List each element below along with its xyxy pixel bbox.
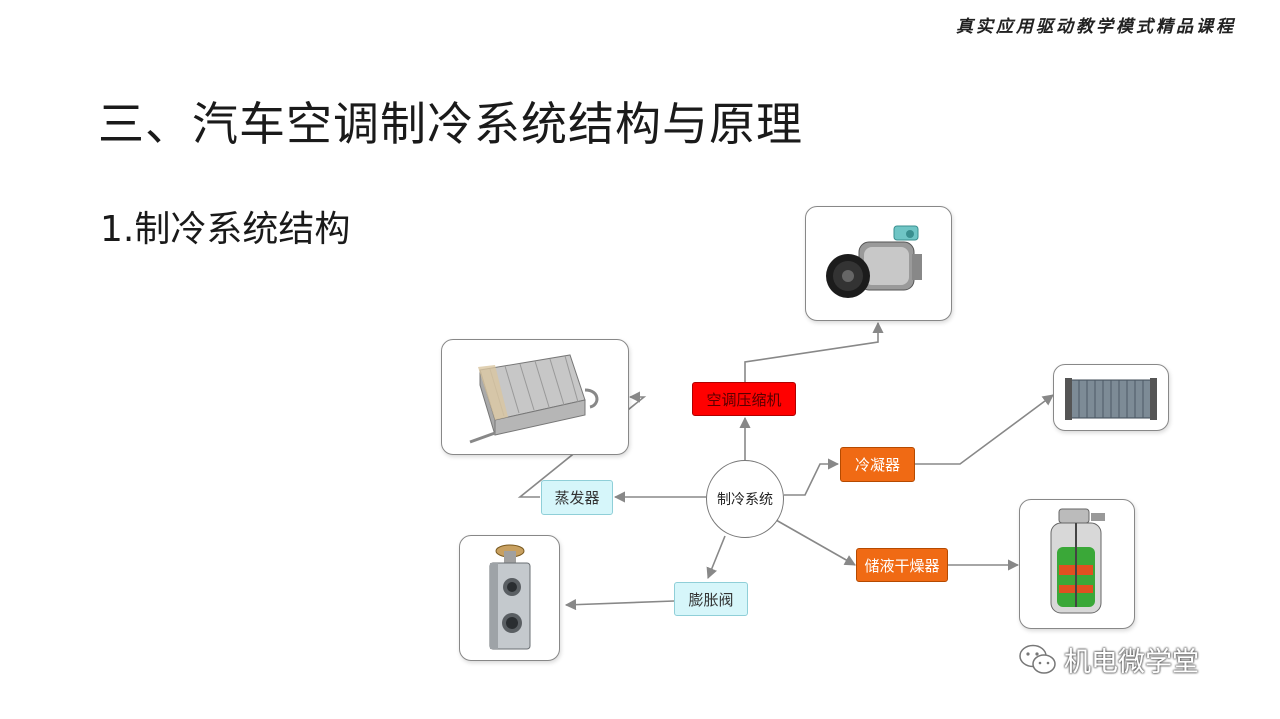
section-subtitle: 1.制冷系统结构 xyxy=(100,209,351,250)
expansion-valve-image xyxy=(489,544,530,650)
connector-valve-photo xyxy=(564,599,675,611)
condenser-image xyxy=(1065,377,1157,420)
compressor-image xyxy=(825,225,922,298)
compressor-node: 空调压缩机 xyxy=(692,382,796,416)
receiver-drier-node: 储液干燥器 xyxy=(856,548,948,582)
evaporator-photo xyxy=(441,339,629,455)
wechat-icon xyxy=(1019,644,1056,674)
expansion-valve-node: 膨胀阀 xyxy=(674,582,748,616)
watermark-text: 机电微学堂 xyxy=(1064,647,1199,678)
receiver-drier-image xyxy=(1050,508,1105,614)
evaporator-image xyxy=(469,354,599,444)
connector-condenser-photo xyxy=(915,394,1054,465)
connector-center-condenser xyxy=(784,458,840,496)
receiver-drier-photo xyxy=(1019,499,1135,629)
compressor-photo xyxy=(805,206,952,321)
wechat-watermark: 机电微学堂 xyxy=(1018,640,1199,679)
connector-compressor-photo xyxy=(744,321,884,384)
evaporator-node: 蒸发器 xyxy=(541,480,613,515)
page-title: 三、汽车空调制冷系统结构与原理 xyxy=(98,97,803,151)
connector-center-valve xyxy=(706,535,726,580)
refrigeration-system-node: 制冷系统 xyxy=(706,460,784,538)
condenser-photo xyxy=(1053,364,1169,431)
condenser-node: 冷凝器 xyxy=(840,447,915,482)
connector-center-drier xyxy=(775,519,856,566)
course-banner: 真实应用驱动教学模式精品课程 xyxy=(956,17,1236,37)
expansion-valve-photo xyxy=(459,535,560,661)
